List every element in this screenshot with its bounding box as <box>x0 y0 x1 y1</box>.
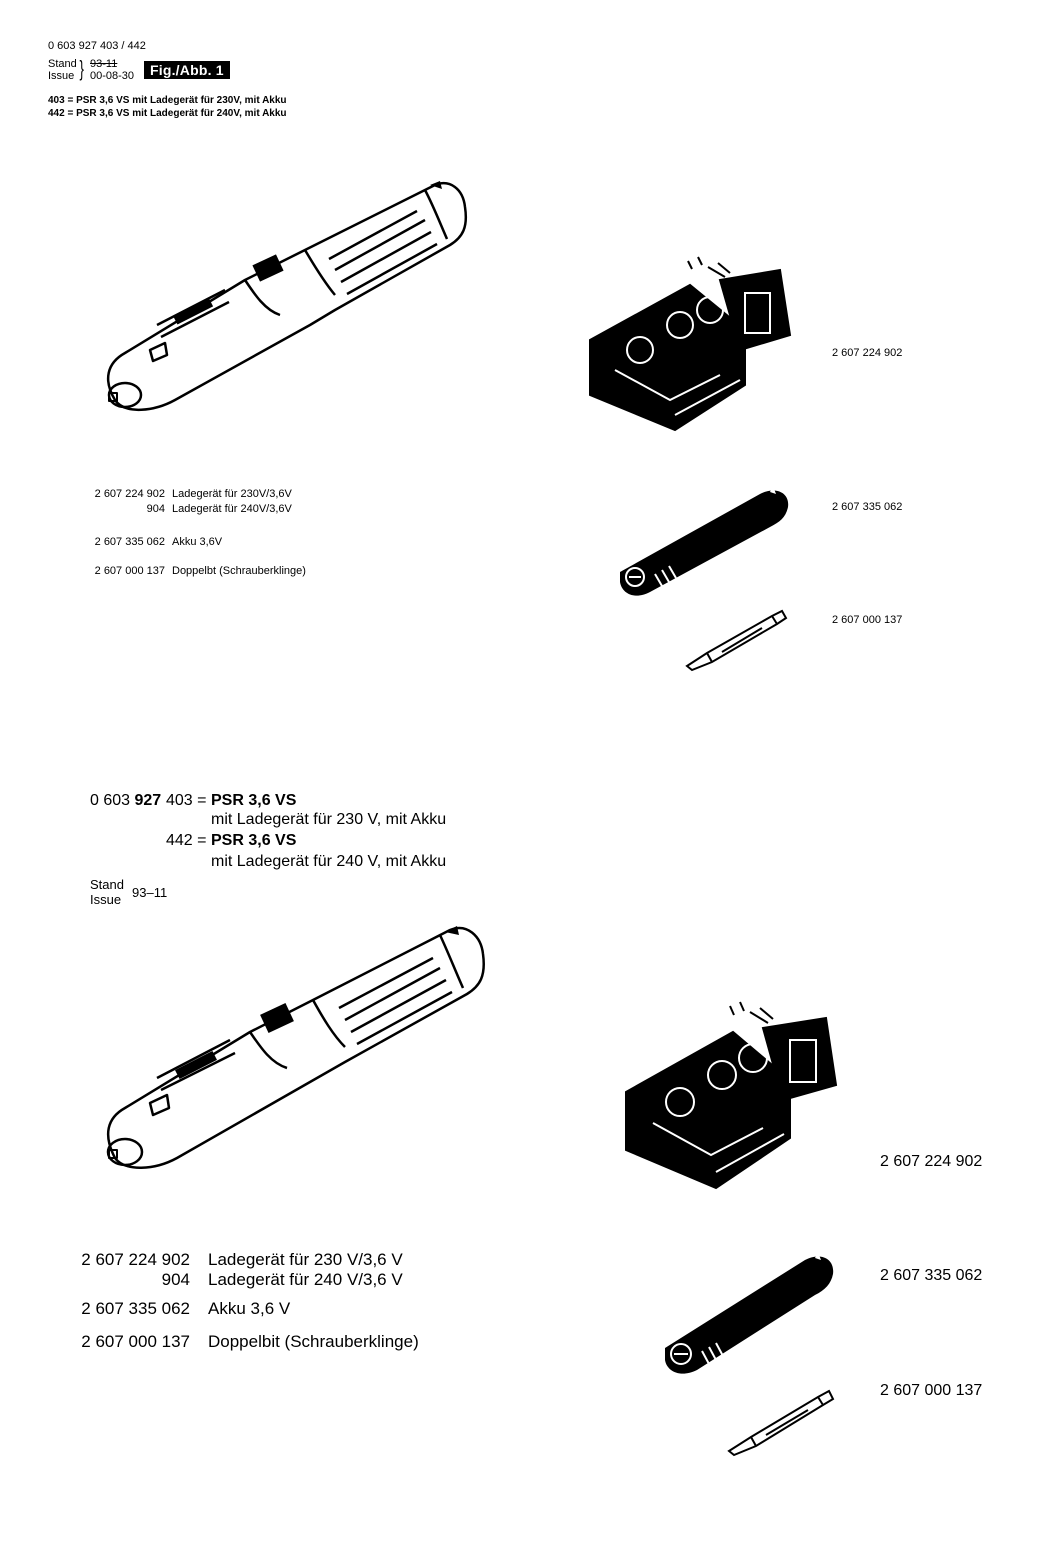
screwdriver-icon <box>106 926 485 1169</box>
variant-403-model: PSR 3,6 VS <box>211 792 297 809</box>
part-desc: Akku 3,6 V <box>208 1299 291 1318</box>
callout-bit: 2 607 000 137 <box>832 614 903 626</box>
callout-battery: 2 607 335 062 <box>880 1267 983 1284</box>
part-desc: Ladegerät für 240V/3,6V <box>172 503 292 515</box>
stand-value: 93–11 <box>132 885 168 900</box>
part-number: 2 607 000 137 <box>81 1332 190 1351</box>
part-number: 2 607 000 137 <box>94 565 165 577</box>
brace-icon: } <box>79 56 84 81</box>
ref-number: 0 603 927 403 / 442 <box>48 40 146 52</box>
variant-403-desc: mit Ladegerät für 230 V, mit Akku <box>211 811 447 828</box>
bit-icon <box>727 1389 835 1457</box>
part-number: 904 <box>146 503 165 515</box>
battery-icon <box>620 486 789 596</box>
issue-label: Issue <box>90 892 122 907</box>
callout-charger: 2 607 224 902 <box>832 347 903 359</box>
ref-prefix: 0 603 927 <box>90 792 162 809</box>
part-number: 904 <box>161 1270 190 1289</box>
bit-icon <box>685 609 788 672</box>
part-desc: Ladegerät für 230 V/3,6 V <box>208 1250 403 1269</box>
variant-442: 442 = PSR 3,6 VS mit Ladegerät für 240V,… <box>48 108 287 119</box>
part-number: 2 607 335 062 <box>81 1299 190 1318</box>
part-number: 2 607 224 902 <box>94 488 165 500</box>
variant-442-desc: mit Ladegerät für 240 V, mit Akku <box>211 853 447 870</box>
variant-403-code: 403 = <box>166 792 207 809</box>
part-number: 2 607 224 902 <box>81 1250 190 1269</box>
issue-label: Issue <box>48 70 75 82</box>
stand-old: 93-11 <box>90 58 118 70</box>
screwdriver-icon <box>106 181 467 412</box>
stand-label: Stand <box>90 877 124 892</box>
charger-icon <box>589 256 792 432</box>
part-desc: Doppelbit (Schrauberklinge) <box>208 1332 419 1351</box>
stand-label: Stand <box>48 58 77 70</box>
callout-bit: 2 607 000 137 <box>880 1382 983 1399</box>
callout-battery: 2 607 335 062 <box>832 501 903 513</box>
battery-icon <box>665 1252 834 1374</box>
charger-icon <box>625 1001 838 1190</box>
part-desc: Akku 3,6V <box>172 536 223 548</box>
part-number: 2 607 335 062 <box>94 536 165 548</box>
part-desc: Ladegerät für 230V/3,6V <box>172 488 292 500</box>
fig-label: Fig./Abb. 1 <box>144 61 230 79</box>
part-desc: Doppelbt (Schrauberklinge) <box>172 565 306 577</box>
variant-442-model: PSR 3,6 VS <box>211 832 297 849</box>
variant-442-code: 442 = <box>166 832 207 849</box>
part-desc: Ladegerät für 240 V/3,6 V <box>208 1270 403 1289</box>
issue-date: 00-08-30 <box>90 70 135 82</box>
callout-charger: 2 607 224 902 <box>880 1153 983 1170</box>
variant-403: 403 = PSR 3,6 VS mit Ladegerät für 230V,… <box>48 95 287 106</box>
